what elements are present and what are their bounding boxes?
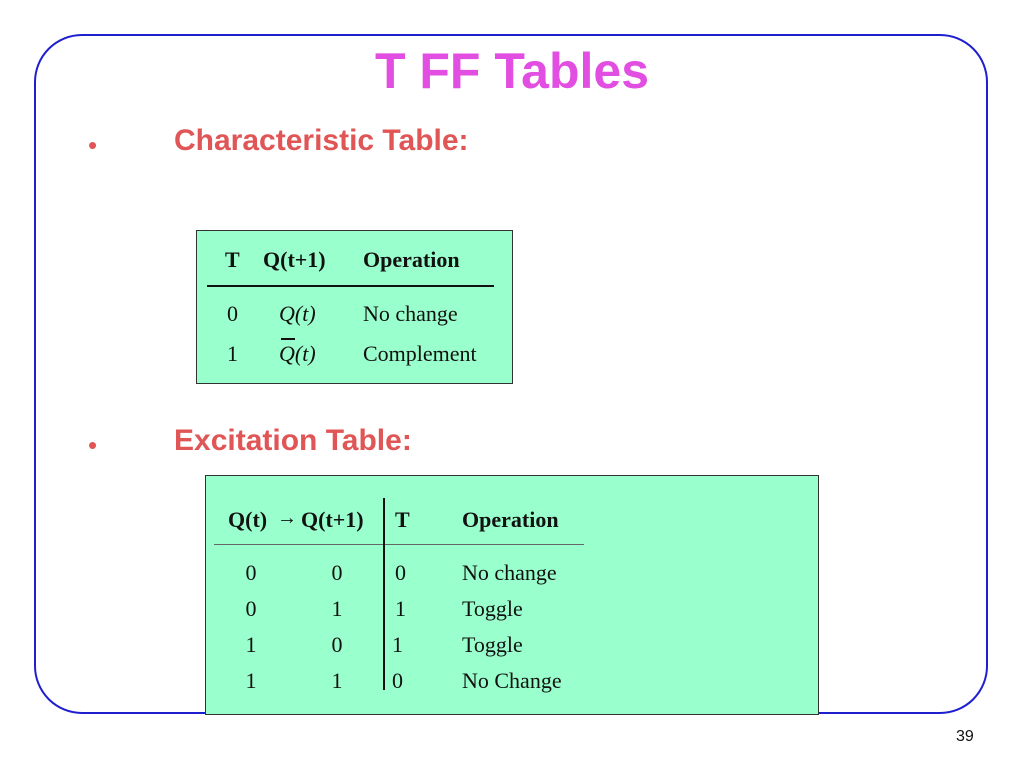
char-row0-t: 0 <box>227 301 238 326</box>
complement-overbar <box>281 338 295 340</box>
exc-header-t: T <box>395 507 410 532</box>
char-row1-t: 1 <box>227 341 238 366</box>
exc-row0-q: 0 <box>245 560 257 585</box>
exc-row2-q: 1 <box>245 632 257 657</box>
exc-row0-operation: No change <box>462 560 557 585</box>
exc-row1-t: 1 <box>395 596 406 621</box>
exc-row3-qnext: 1 <box>331 668 343 693</box>
characteristic-heading: Characteristic Table: <box>174 124 469 157</box>
exc-row1-operation: Toggle <box>462 596 523 621</box>
page-number: 39 <box>956 728 974 745</box>
exc-column-divider <box>383 498 385 690</box>
exc-row3-operation: No Change <box>462 668 562 693</box>
exc-header-q: Q(t) <box>228 507 268 532</box>
exc-row1-qnext: 1 <box>331 596 343 621</box>
char-header-rule <box>207 285 494 287</box>
char-header-qnext: Q(t+1) <box>263 247 326 272</box>
exc-row3-t: 0 <box>392 668 403 693</box>
char-row1-qnext: Q(t) <box>279 341 316 366</box>
bullet-characteristic: • <box>88 130 98 160</box>
bullet-excitation: • <box>88 430 98 460</box>
exc-header-qnext: Q(t+1) <box>301 507 364 532</box>
characteristic-table: T Q(t+1) Operation 0 Q(t) No change 1 Q(… <box>196 230 513 384</box>
exc-row1-q: 0 <box>245 596 257 621</box>
exc-header-rule <box>214 544 584 545</box>
exc-row2-qnext: 0 <box>331 632 343 657</box>
exc-row0-t: 0 <box>395 560 406 585</box>
exc-header-operation: Operation <box>462 507 559 532</box>
char-row0-operation: No change <box>363 301 458 326</box>
excitation-heading: Excitation Table: <box>174 424 412 457</box>
char-header-t: T <box>225 247 240 272</box>
exc-row2-t: 1 <box>392 632 403 657</box>
excitation-table: Q(t) → Q(t+1) T Operation 0 0 0 No chang… <box>205 475 819 715</box>
char-header-operation: Operation <box>363 247 460 272</box>
char-row1-operation: Complement <box>363 341 477 366</box>
arrow-right-icon: → <box>277 507 297 529</box>
slide-title: T FF Tables <box>374 43 650 99</box>
exc-row3-q: 1 <box>245 668 257 693</box>
exc-row0-qnext: 0 <box>331 560 343 585</box>
char-row0-qnext: Q(t) <box>279 301 316 326</box>
exc-row2-operation: Toggle <box>462 632 523 657</box>
